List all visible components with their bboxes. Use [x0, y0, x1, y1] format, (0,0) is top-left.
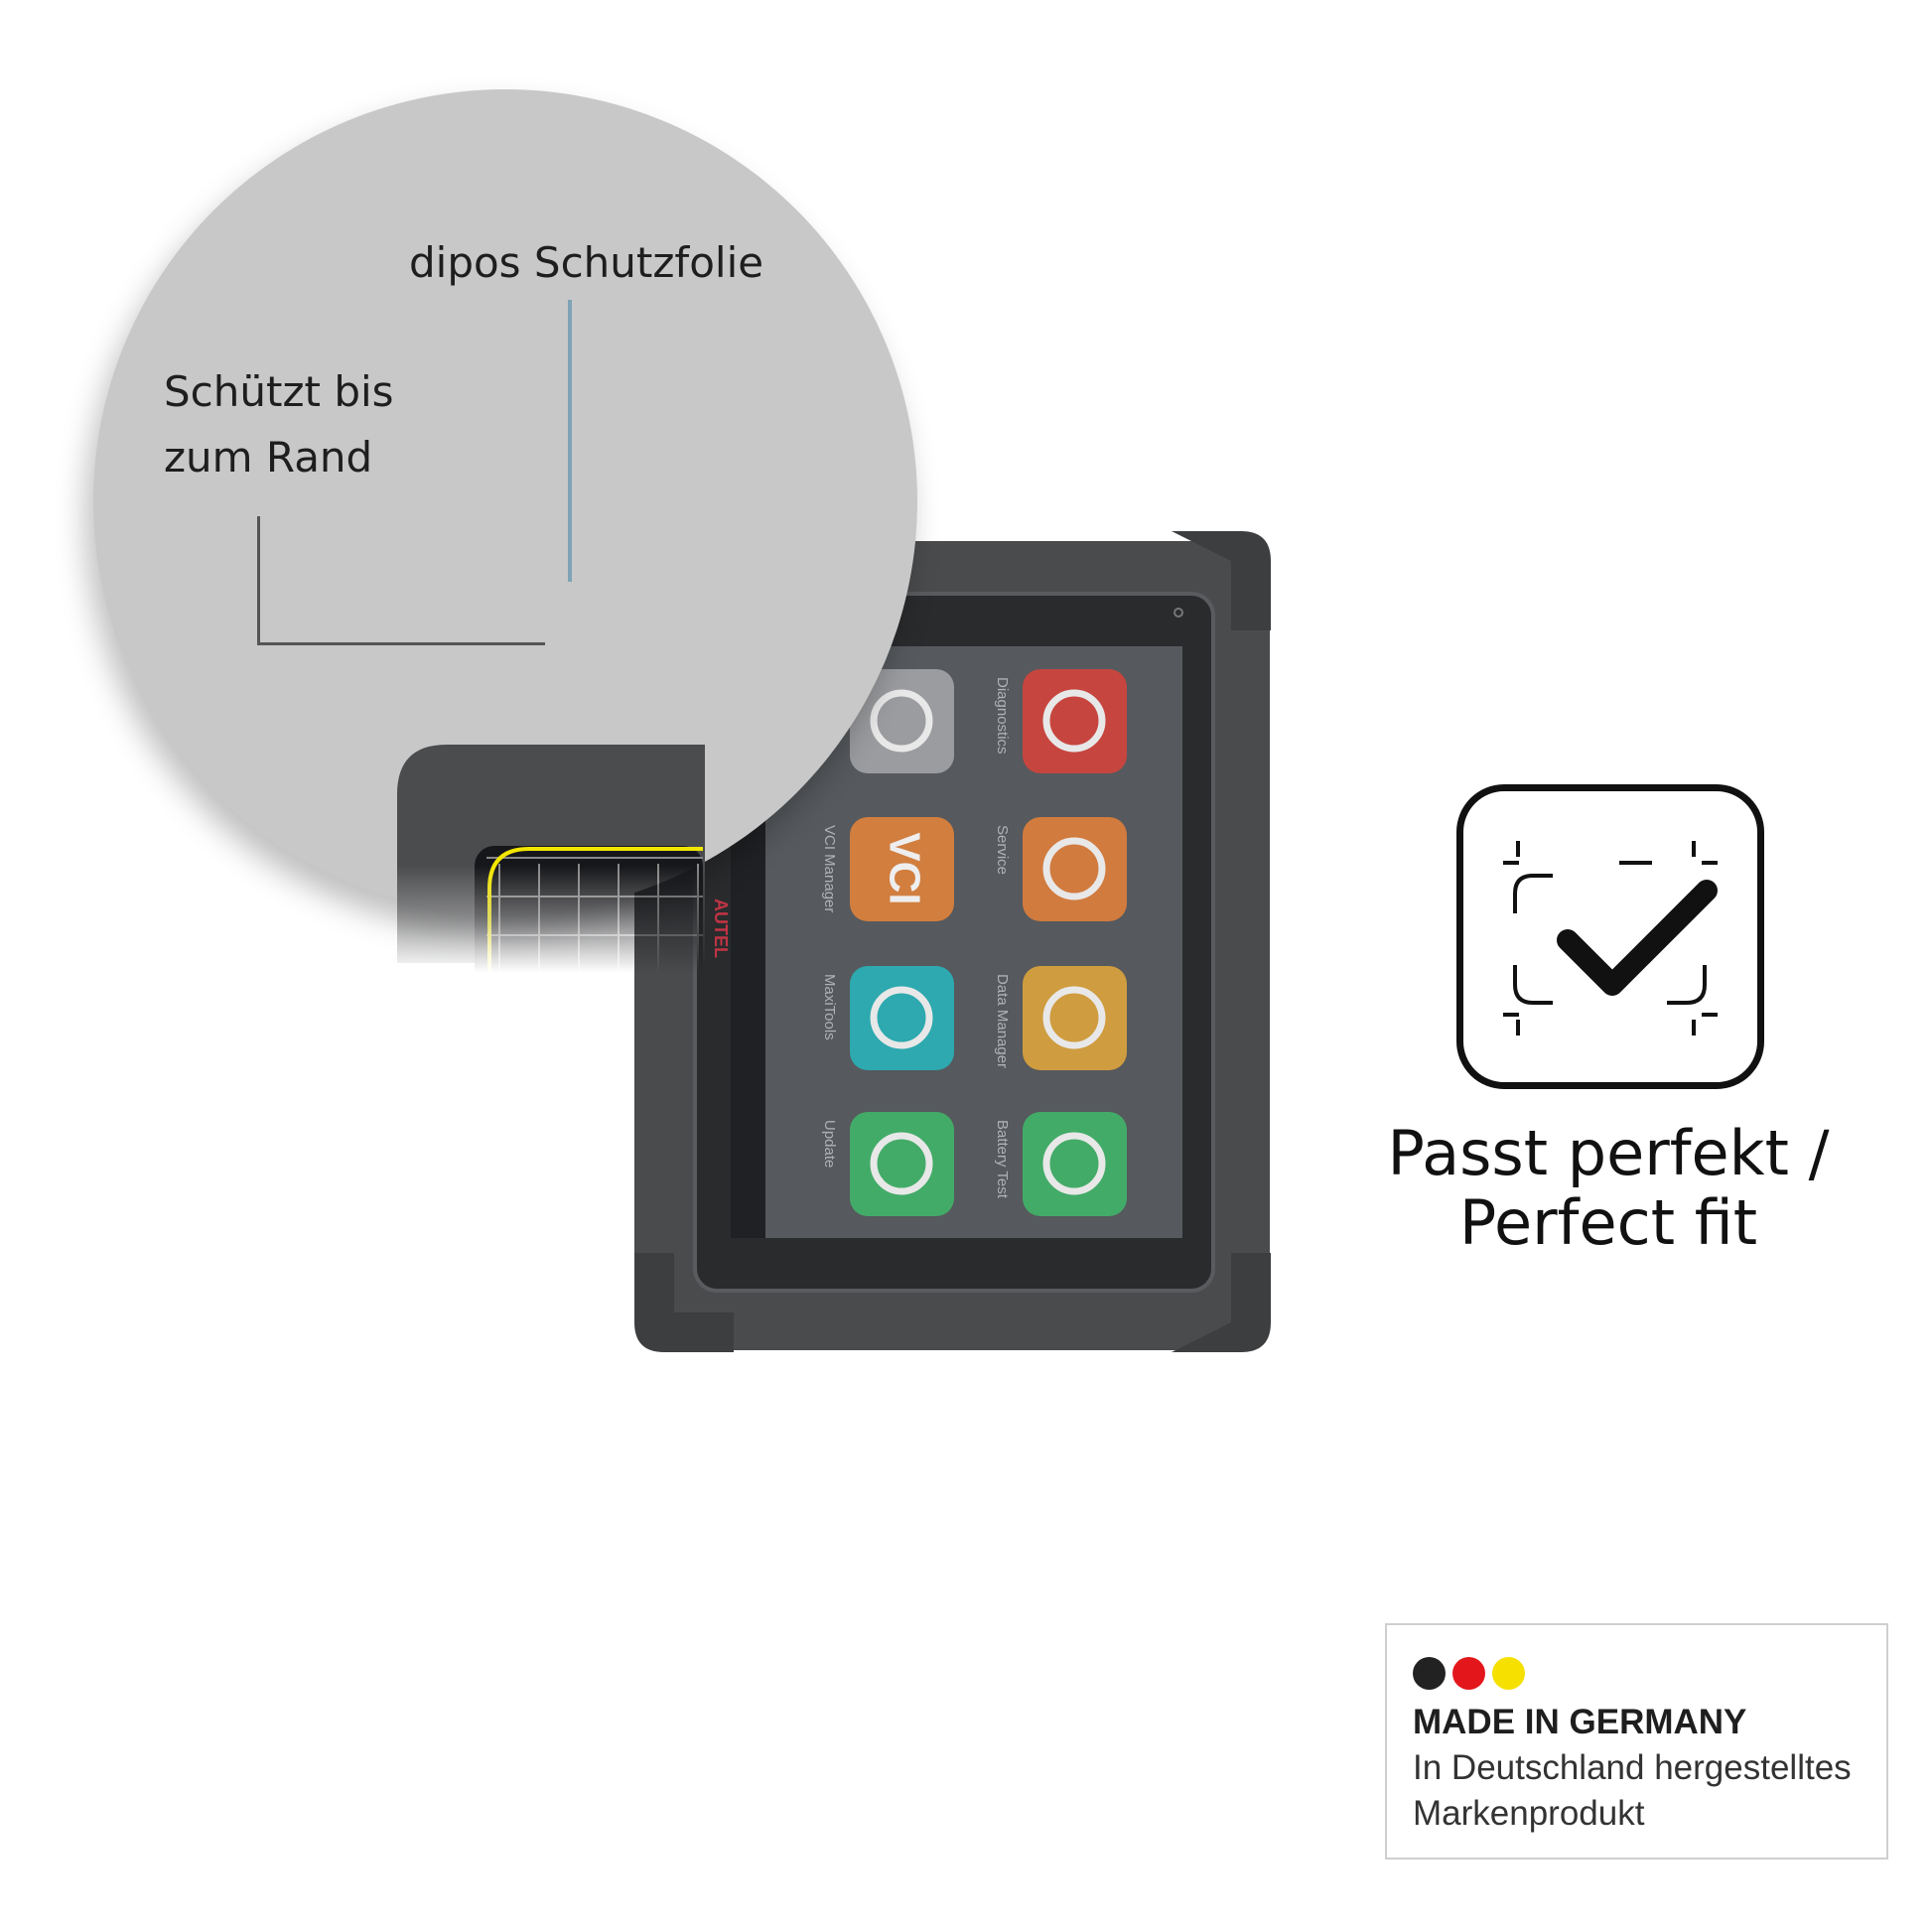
vci-icon[interactable]	[850, 817, 954, 921]
app-label: Service	[994, 825, 1011, 876]
gear-icon-glyph	[870, 689, 933, 753]
badge-title: MADE IN GERMANY	[1413, 1703, 1747, 1741]
flag-dot-yellow	[1492, 1657, 1525, 1690]
app-label: Data Manager	[994, 974, 1011, 1069]
images-icon-glyph	[1042, 986, 1106, 1049]
tools-icon-glyph	[870, 986, 933, 1049]
edge-corner-line	[257, 516, 545, 645]
made-in-germany-badge: MADE IN GERMANY In Deutschland hergestel…	[1385, 1623, 1888, 1860]
app-label: VCI Manager	[821, 825, 838, 913]
vci-icon-text: VCI	[880, 832, 928, 904]
callout-circle	[93, 89, 917, 913]
images-icon[interactable]	[1023, 966, 1127, 1070]
fit-text-line1: Passt perfekt /	[1387, 1117, 1830, 1189]
car-icon-glyph	[1042, 689, 1106, 753]
app-label: Diagnostics	[994, 677, 1011, 755]
car-icon[interactable]	[1023, 669, 1127, 773]
badge-line1: In Deutschland hergestelltes	[1413, 1748, 1852, 1787]
service-icon[interactable]	[1023, 817, 1127, 921]
gear-icon[interactable]	[850, 669, 954, 773]
callout-pointer-line	[568, 300, 572, 582]
app-label: MaxiTools	[821, 974, 838, 1040]
flag-dot-black	[1413, 1657, 1446, 1690]
service-icon-glyph	[1042, 837, 1106, 900]
edge-text-line1: Schützt bis	[164, 367, 394, 416]
fit-text-line2: Perfect fit	[1458, 1186, 1758, 1259]
badge-line2: Markenprodukt	[1413, 1794, 1645, 1833]
tools-icon[interactable]	[850, 966, 954, 1070]
app-label: Battery Test	[994, 1120, 1011, 1198]
battery-icon-glyph	[1042, 1132, 1106, 1195]
flag-dot-red	[1452, 1657, 1485, 1690]
fit-check-icon	[1456, 784, 1764, 1089]
battery-icon[interactable]	[1023, 1112, 1127, 1216]
callout-title: dipos Schutzfolie	[409, 238, 764, 287]
brand-logo: AUTEL	[711, 898, 731, 958]
arrow-up-circle-icon-glyph	[870, 1132, 933, 1195]
app-label: Update	[821, 1120, 838, 1169]
edge-text-line2: zum Rand	[164, 433, 373, 482]
arrow-up-circle-icon[interactable]	[850, 1112, 954, 1216]
